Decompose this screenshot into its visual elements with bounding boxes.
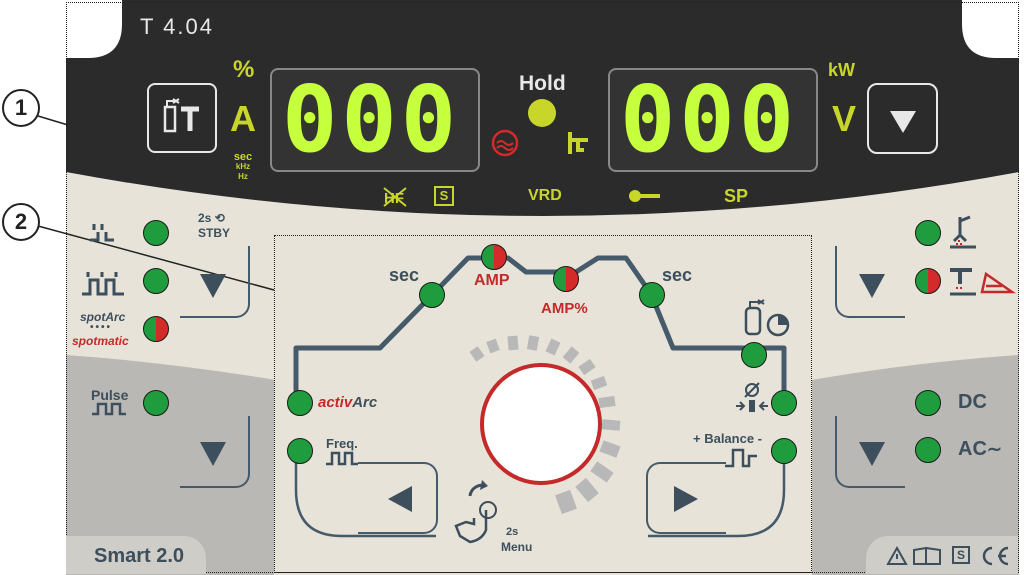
led-two-stroke [143, 220, 169, 246]
two-stroke-icon [90, 224, 114, 242]
freq-label: Freq. [326, 436, 358, 451]
led-balance [771, 438, 797, 464]
led-gas-postflow [741, 342, 767, 368]
led-upslope [419, 282, 445, 308]
callout-2: 2 [2, 203, 40, 241]
led-ac [915, 437, 941, 463]
triangle-down-icon [859, 442, 885, 466]
unit-volt: V [832, 98, 857, 139]
triangle-down-icon [859, 274, 885, 298]
led-mma [915, 268, 941, 294]
gas-postflow-icon [744, 299, 790, 337]
display-right: 000 [608, 68, 818, 172]
status-s: S [434, 186, 454, 206]
display-select-button[interactable] [867, 83, 938, 154]
spotmatic-label: spotmatic [72, 334, 129, 348]
hold-led [528, 99, 556, 127]
welding-sequence-diagram [293, 255, 787, 538]
warning-icon [886, 546, 908, 565]
pulse-mode-button[interactable] [180, 416, 250, 488]
triangle-left-icon [388, 486, 412, 512]
menu-time: 2s [506, 526, 519, 538]
electrode-warning-icon [568, 132, 588, 154]
led-main-current [481, 244, 507, 270]
control-knob[interactable] [482, 314, 604, 436]
amp-label: AMP [474, 272, 510, 289]
menu-label: Menu [501, 540, 533, 554]
dc-label: DC [958, 391, 987, 413]
tig-torch-icon [950, 215, 976, 249]
stby-time: 2s ⟲ [198, 211, 225, 225]
display-left: 000 [270, 68, 480, 172]
amp-percent-label: AMP% [541, 300, 588, 317]
triangle-right-icon [674, 486, 698, 512]
process-select-button[interactable] [835, 246, 905, 318]
spotarc-label: spotArc [80, 310, 126, 324]
hf-off-icon: HF [383, 187, 407, 207]
balance-wave-icon [725, 448, 757, 468]
operating-area-outline [274, 235, 812, 573]
ce-mark-icon [982, 546, 1009, 566]
brand-label: Smart 2.0 [94, 545, 185, 567]
balance-label: + Balance - [693, 431, 763, 446]
triangle-down-icon [890, 111, 916, 133]
status-vrd: VRD [528, 187, 562, 204]
triangle-down-icon [200, 442, 226, 466]
brand-plate: Smart 2.0 [66, 536, 206, 574]
activarc-label: activArc [318, 394, 378, 411]
callout-1: 1 [2, 89, 40, 127]
model-label: T 4.04 [140, 14, 214, 39]
led-tig [915, 220, 941, 246]
led-electrode-diameter [771, 390, 797, 416]
encoder-scale [469, 335, 621, 515]
electrode-diameter-icon [736, 382, 768, 412]
hold-label: Hold [519, 72, 566, 95]
four-stroke-icon [82, 272, 124, 296]
frequency-pulse-icon [326, 451, 358, 466]
certification-plate: S [866, 536, 1018, 574]
menu-touch-icon [454, 480, 497, 544]
display-right-value: 000 [620, 66, 799, 173]
led-downslope [639, 282, 665, 308]
upslope-label: sec [389, 265, 420, 285]
led-secondary-current [553, 266, 579, 292]
unit-percent: % [233, 56, 255, 83]
display-left-value: 000 [282, 66, 461, 173]
led-four-stroke [143, 268, 169, 294]
encoder-knob [480, 363, 602, 485]
pulse-icon [92, 402, 126, 416]
torch-mode-button[interactable] [147, 83, 217, 153]
welding-mode-button[interactable] [180, 246, 250, 318]
overheat-icon [491, 129, 519, 157]
led-frequency [287, 438, 313, 464]
led-activarc [287, 390, 313, 416]
ac-label: AC∼ [958, 438, 1002, 460]
torch-gas-icon [163, 98, 199, 133]
led-pulse [143, 390, 169, 416]
unit-kilowatt: kW [828, 60, 855, 80]
triangle-down-icon [200, 274, 226, 298]
parameter-left-button[interactable] [358, 462, 438, 534]
pulse-label: Pulse [91, 387, 129, 403]
parameter-right-button[interactable] [646, 462, 726, 534]
led-dc [915, 390, 941, 416]
spot-dots: •••• [90, 322, 113, 333]
footer-s-mark: S [952, 546, 970, 564]
downslope-label: sec [662, 265, 693, 285]
status-sp: SP [724, 186, 749, 206]
key-icon [629, 190, 660, 202]
stby-label: STBY [198, 226, 231, 240]
callout-lines [37, 115, 275, 291]
manual-icon [913, 546, 941, 565]
unit-time-freq: sec kHz Hz [233, 151, 253, 182]
mma-electrode-icon [950, 268, 1016, 296]
unit-ampere: A [230, 98, 256, 139]
polarity-select-button[interactable] [835, 416, 905, 488]
led-spot [143, 316, 169, 342]
